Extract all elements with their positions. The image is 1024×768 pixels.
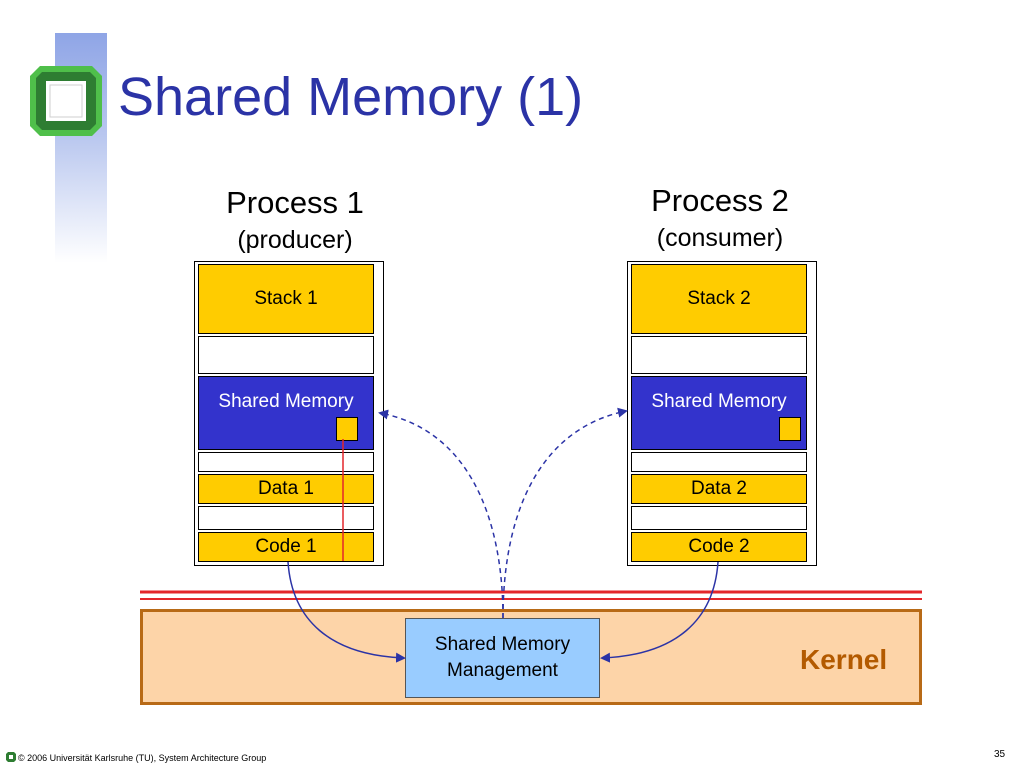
process1-data: Data 1 bbox=[198, 474, 374, 504]
footer-logo-icon bbox=[6, 752, 16, 762]
process1-code: Code 1 bbox=[198, 532, 374, 562]
process1-address-space: Stack 1 Shared Memory Data 1 Code 1 bbox=[194, 261, 384, 566]
manager-label-line1: Shared Memory bbox=[434, 634, 571, 656]
process2-free-gap bbox=[631, 336, 807, 374]
process2-address-space: Stack 2 Shared Memory Data 2 Code 2 bbox=[627, 261, 817, 566]
process2-shared-memory: Shared Memory bbox=[631, 376, 807, 450]
mapping-arrow-process1 bbox=[378, 409, 504, 619]
process1-role: (producer) bbox=[237, 226, 353, 254]
slide-title: Shared Memory (1) bbox=[118, 67, 584, 127]
kernel-label: Kernel bbox=[800, 644, 888, 675]
footer-copyright: © 2006 Universität Karlsruhe (TU), Syste… bbox=[18, 753, 267, 763]
university-logo bbox=[30, 66, 102, 136]
process2-stack: Stack 2 bbox=[631, 264, 807, 334]
process2-data: Data 2 bbox=[631, 474, 807, 504]
process1-free-gap bbox=[198, 336, 374, 374]
mapping-arrow-process2 bbox=[502, 407, 628, 619]
page-number: 35 bbox=[994, 749, 1006, 760]
process2-role: (consumer) bbox=[656, 224, 784, 252]
syscall-arrow-process1 bbox=[287, 561, 406, 663]
process1-free-gap bbox=[198, 506, 374, 530]
process1-shared-variable bbox=[336, 417, 358, 441]
process2-free-gap bbox=[631, 452, 807, 472]
process1-title: Process 1 bbox=[226, 185, 364, 220]
process2-code: Code 2 bbox=[631, 532, 807, 562]
process1-free-gap bbox=[198, 452, 374, 472]
syscall-arrow-process2 bbox=[600, 561, 719, 663]
shared-memory-management-box: Shared Memory Management bbox=[405, 618, 600, 698]
process2-shared-variable bbox=[779, 417, 801, 441]
manager-label-line2: Management bbox=[447, 660, 558, 681]
process2-title: Process 2 bbox=[651, 183, 789, 218]
process1-stack: Stack 1 bbox=[198, 264, 374, 334]
process2-free-gap bbox=[631, 506, 807, 530]
